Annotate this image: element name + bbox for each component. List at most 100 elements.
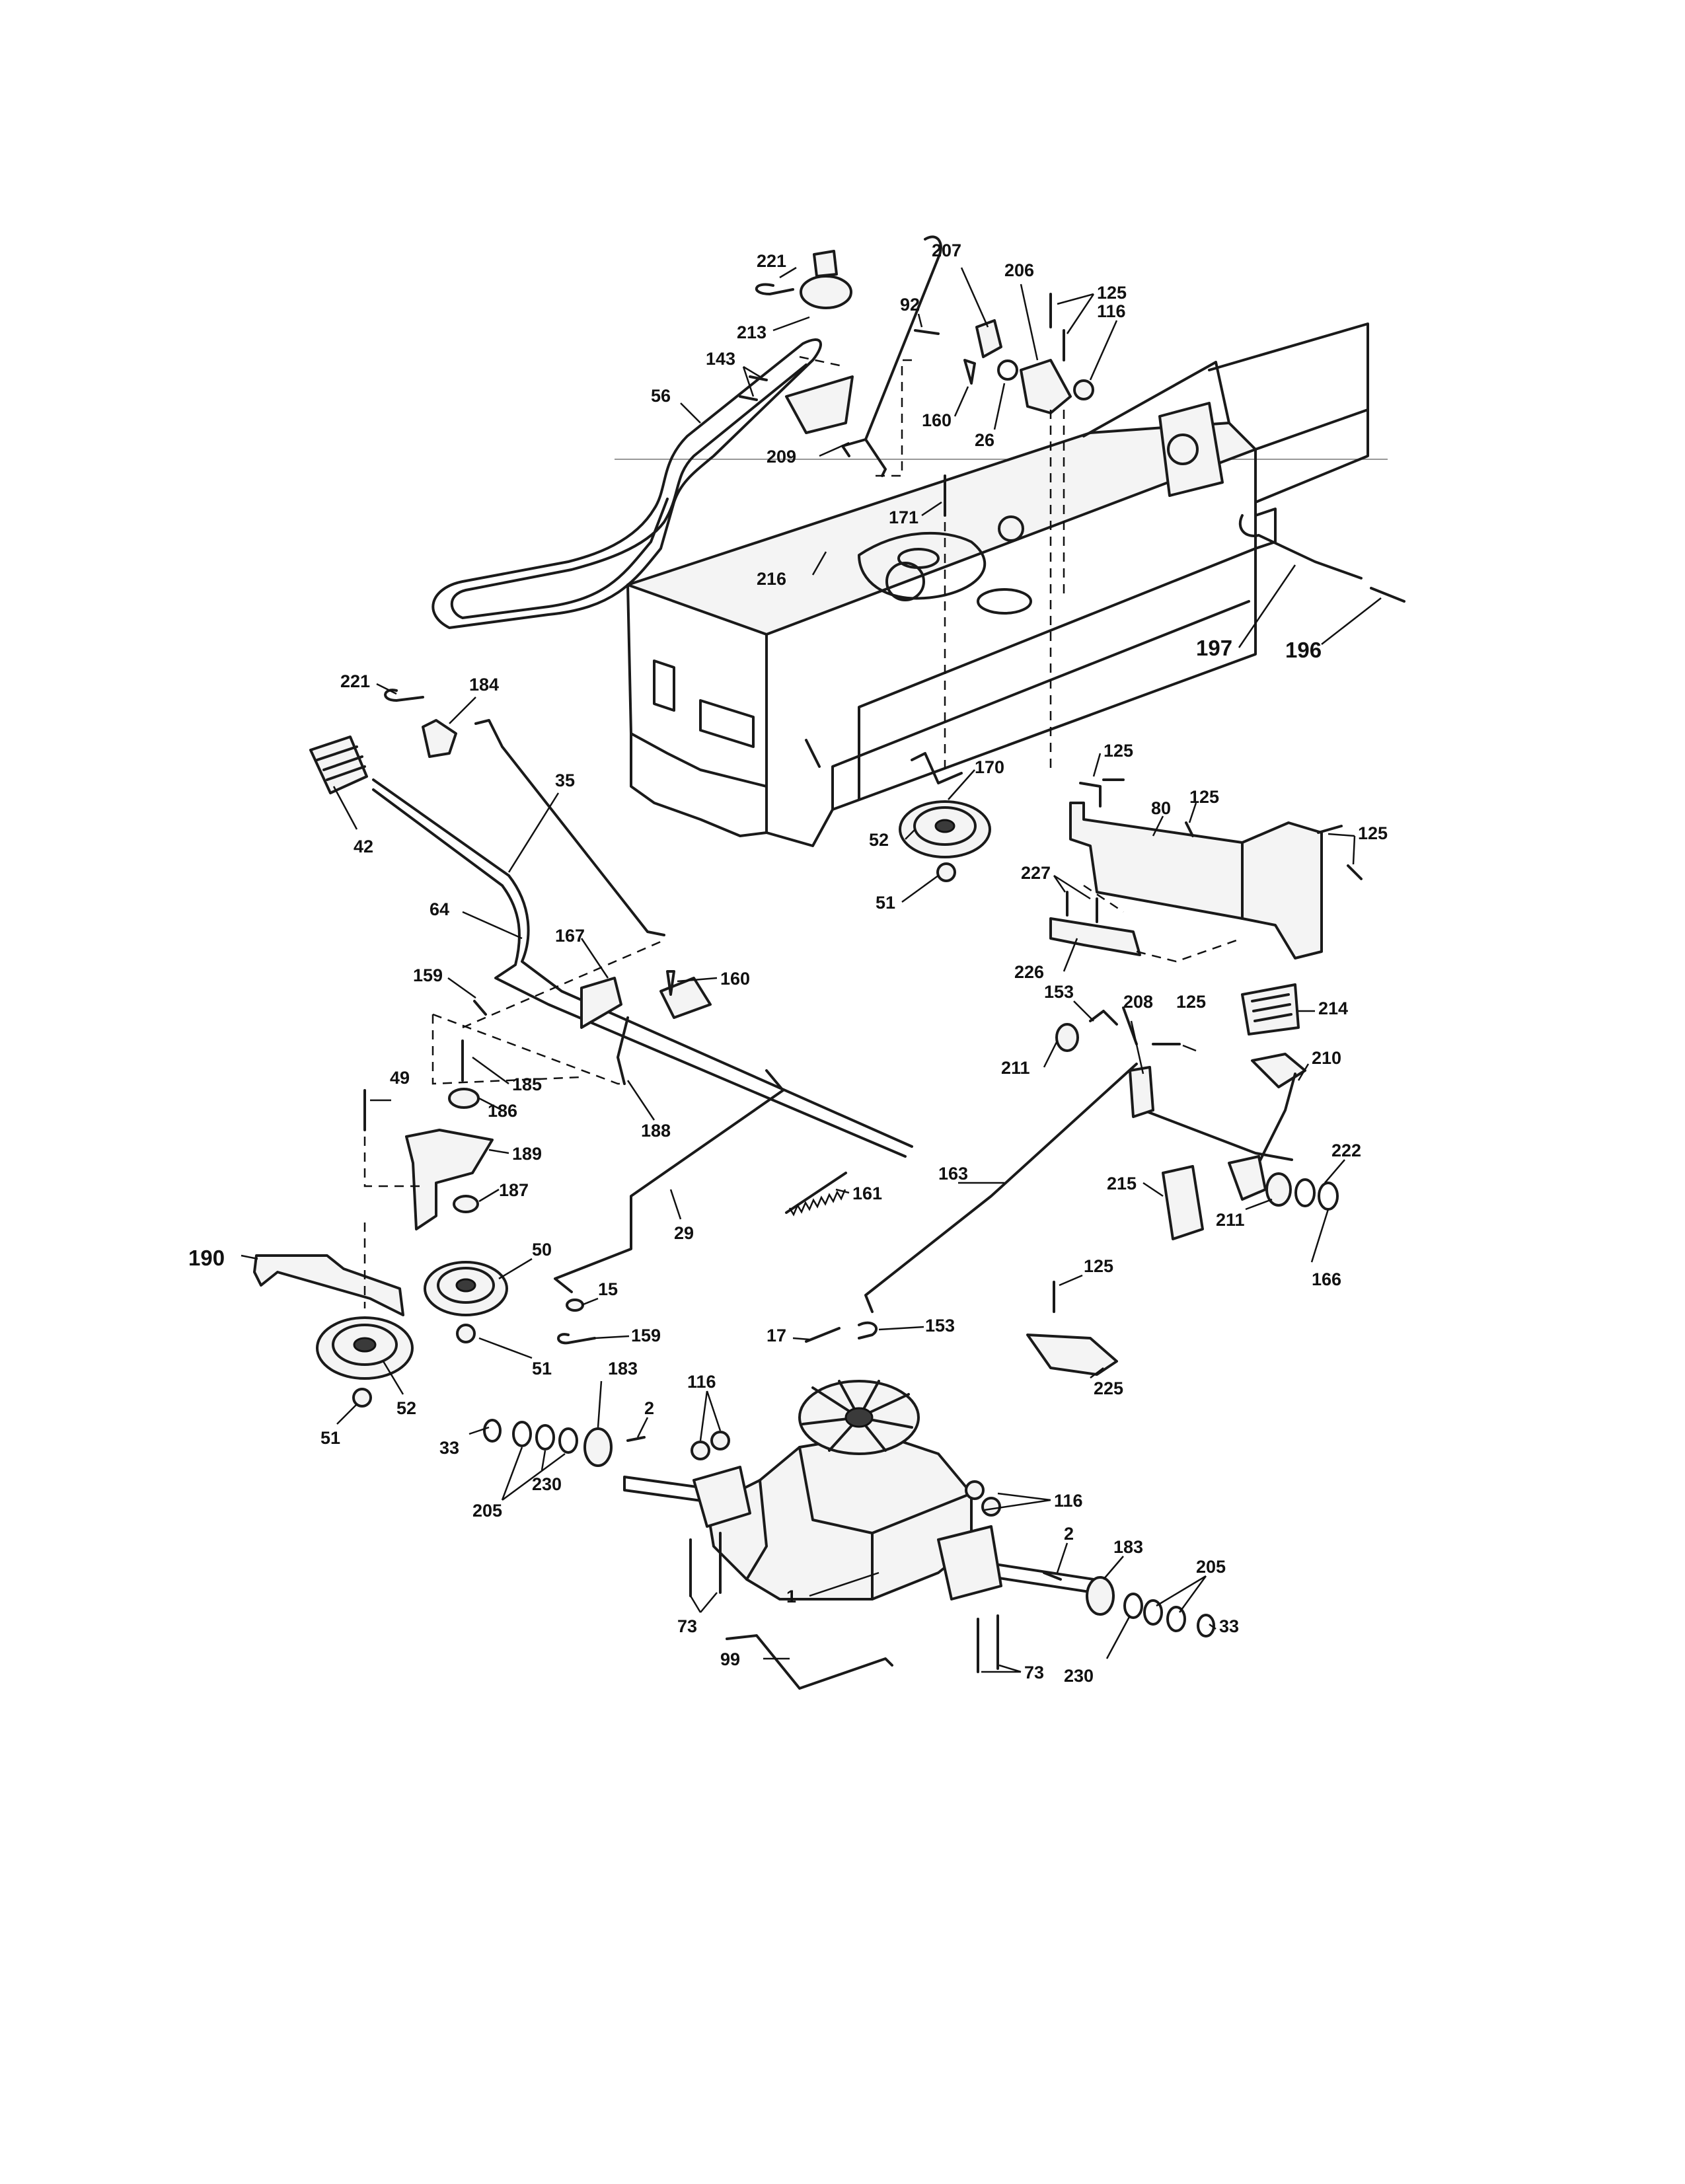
label-159-left: 159 xyxy=(413,965,443,985)
nut-part-51-c xyxy=(352,1388,372,1408)
hairpin-clip-part-221-b xyxy=(384,689,424,702)
label-225: 225 xyxy=(1094,1378,1123,1398)
label-221-top: 221 xyxy=(757,251,786,271)
label-2-right: 2 xyxy=(1064,1524,1074,1544)
bracket-part-188 xyxy=(617,1016,629,1085)
label-1: 1 xyxy=(786,1587,796,1606)
label-205-left: 205 xyxy=(472,1501,502,1521)
label-196: 196 xyxy=(1285,638,1322,662)
label-116-left: 116 xyxy=(687,1372,716,1392)
label-51-center: 51 xyxy=(876,893,895,913)
label-125-far: 125 xyxy=(1358,823,1388,843)
bolt-part-92 xyxy=(914,329,940,335)
knob-part-213 xyxy=(800,250,852,309)
pedal-pad-part-214 xyxy=(1241,983,1300,1036)
lift-rod-part-209 xyxy=(864,235,942,477)
nut-part-116-c xyxy=(710,1431,730,1450)
label-125-frame: 125 xyxy=(1104,741,1133,761)
label-230-left: 230 xyxy=(532,1474,562,1494)
label-209: 209 xyxy=(767,447,796,467)
label-52-center: 52 xyxy=(869,830,889,850)
shift-lever-part-64-edge xyxy=(372,778,913,1148)
bolt-part-125-f xyxy=(1347,864,1363,880)
label-17: 17 xyxy=(767,1326,786,1345)
bushing-part-211 xyxy=(1055,1023,1079,1052)
label-153-right: 153 xyxy=(1044,982,1074,1002)
label-183-left: 183 xyxy=(608,1359,638,1378)
e-clip-part-33-b xyxy=(1197,1614,1215,1638)
label-187: 187 xyxy=(499,1180,529,1200)
label-221-left: 221 xyxy=(340,671,370,691)
label-51-left: 51 xyxy=(320,1428,340,1448)
label-99: 99 xyxy=(720,1649,740,1669)
label-189: 189 xyxy=(512,1144,542,1164)
washer-part-230 xyxy=(535,1424,555,1450)
label-51-mid: 51 xyxy=(532,1359,552,1378)
label-216: 216 xyxy=(757,569,786,589)
key-part-2 xyxy=(626,1436,646,1442)
spring-part-17 xyxy=(805,1327,841,1343)
label-92: 92 xyxy=(900,295,920,315)
drive-belt-part xyxy=(431,338,822,629)
label-125-top: 125 xyxy=(1097,283,1127,303)
label-188: 188 xyxy=(641,1121,671,1141)
nut-part-116 xyxy=(1073,379,1094,400)
bracket-part-188-plate xyxy=(659,977,712,1019)
hairpin-clip-part-221 xyxy=(755,283,794,295)
label-184: 184 xyxy=(469,675,499,695)
label-125-lower: 125 xyxy=(1084,1256,1113,1276)
leader-lines xyxy=(241,266,1382,1673)
spacer-part-186 xyxy=(448,1088,480,1109)
rod-part-197 xyxy=(1238,514,1363,580)
label-56: 56 xyxy=(651,386,671,406)
washer-part-222 xyxy=(1294,1178,1316,1207)
pin-part-159 xyxy=(473,1000,487,1016)
bearing-part-183-b xyxy=(1086,1576,1115,1616)
label-80: 80 xyxy=(1151,798,1171,818)
bracket-part-167 xyxy=(580,977,622,1029)
label-143: 143 xyxy=(706,349,735,369)
bracket-part-207 xyxy=(975,319,1002,358)
label-170: 170 xyxy=(975,757,1004,777)
label-211-upper: 211 xyxy=(1001,1058,1030,1078)
label-15: 15 xyxy=(598,1279,618,1299)
label-230-right: 230 xyxy=(1064,1666,1094,1686)
e-clip-part-33 xyxy=(483,1419,502,1443)
label-183-right: 183 xyxy=(1113,1537,1143,1557)
label-52-left: 52 xyxy=(396,1398,416,1418)
label-35: 35 xyxy=(555,771,575,790)
knob-part-184 xyxy=(422,719,457,758)
bolt-part-143-b xyxy=(739,395,758,401)
nut-part-51 xyxy=(936,862,956,882)
label-185: 185 xyxy=(512,1074,542,1094)
label-211-lower: 211 xyxy=(1216,1210,1245,1230)
bracket-part-225 xyxy=(1026,1334,1118,1376)
bearing-part-183 xyxy=(583,1427,613,1467)
label-167: 167 xyxy=(555,926,585,946)
label-205-right: 205 xyxy=(1196,1557,1226,1577)
clip-part-153 xyxy=(1089,1010,1118,1026)
label-215: 215 xyxy=(1107,1174,1137,1193)
label-125-pedal: 125 xyxy=(1176,992,1206,1012)
bushing-part-211-b xyxy=(1265,1172,1292,1207)
label-2-left: 2 xyxy=(644,1398,654,1418)
washer-part-15 xyxy=(566,1299,584,1312)
rod-part-99 xyxy=(726,1634,893,1690)
bolt-part-143 xyxy=(749,375,768,381)
bracket-part-170 xyxy=(911,752,963,784)
label-159-mid: 159 xyxy=(631,1326,661,1345)
rod-part-35 xyxy=(474,719,665,936)
label-210: 210 xyxy=(1312,1048,1341,1068)
label-190: 190 xyxy=(188,1246,225,1270)
label-153-lower: 153 xyxy=(925,1316,955,1336)
label-116-right: 116 xyxy=(1054,1491,1083,1511)
key-part-2-b xyxy=(1043,1571,1062,1581)
washer-part-205-c xyxy=(1143,1599,1163,1626)
label-197: 197 xyxy=(1196,636,1232,660)
label-73-left: 73 xyxy=(677,1616,697,1636)
washer-part-187 xyxy=(453,1195,479,1213)
part-labels: 221 213 207 206 125 92 116 56 160 26 209… xyxy=(188,241,1388,1686)
washer-part-205-b xyxy=(558,1427,578,1454)
label-73-right: 73 xyxy=(1024,1663,1044,1682)
